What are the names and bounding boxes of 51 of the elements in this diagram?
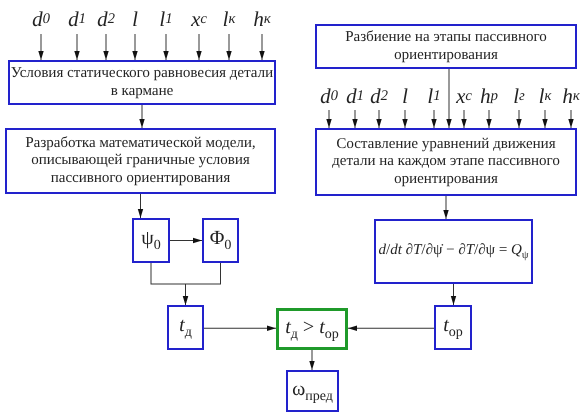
equation: d/dt ∂T/∂ψ̇ − ∂T/∂ψ = Q$_{ψ}$ bbox=[378, 242, 528, 261]
arrow bbox=[326, 110, 332, 128]
symbol-box bbox=[286, 370, 339, 412]
decision-box bbox=[276, 308, 348, 350]
process-box bbox=[315, 24, 577, 69]
arrow bbox=[516, 110, 522, 128]
arrow bbox=[486, 110, 492, 128]
symbol-label: Φ$_{0}$ bbox=[210, 227, 232, 254]
arrow bbox=[259, 34, 265, 60]
box-text: Разработка математической модели, описывающей граничные условия пассивного ориентирования bbox=[24, 135, 257, 187]
arrow bbox=[309, 350, 315, 370]
box-text: Составление уравнений движения детали на каждом этапе пассивного ориентирования bbox=[331, 136, 561, 188]
symbol-label: t$_{ор}$ bbox=[443, 314, 463, 341]
box-text: Разбиение на этапы пассивного ориентирования bbox=[344, 29, 548, 64]
arrow bbox=[461, 110, 467, 128]
arrow bbox=[568, 110, 574, 128]
variable-label: l bbox=[121, 4, 149, 34]
symbol-label: ψ$_{0}$ bbox=[141, 227, 161, 254]
arrow bbox=[431, 110, 437, 128]
symbol-label: t$_{д}$ bbox=[179, 314, 192, 341]
arrow bbox=[352, 110, 358, 128]
arrow bbox=[196, 34, 202, 60]
process-box bbox=[5, 128, 276, 194]
arrow bbox=[138, 194, 144, 218]
arrow bbox=[542, 110, 548, 128]
symbol-box bbox=[167, 305, 204, 350]
symbol-box bbox=[202, 218, 239, 263]
symbol-box bbox=[434, 305, 472, 350]
symbol-box bbox=[132, 218, 170, 263]
symbol-label: t$_{д}$ > t$_{ор}$ bbox=[285, 316, 339, 342]
arrow bbox=[443, 196, 449, 220]
arrow bbox=[450, 284, 456, 306]
arrow bbox=[226, 34, 232, 60]
arrow bbox=[103, 34, 109, 60]
arrow bbox=[163, 34, 169, 60]
arrow bbox=[348, 326, 434, 331]
arrow bbox=[74, 34, 80, 60]
process-box bbox=[315, 128, 577, 196]
variable-label: l bbox=[392, 82, 418, 110]
arrow bbox=[446, 68, 452, 128]
arrow bbox=[139, 104, 145, 128]
arrow bbox=[132, 34, 138, 60]
box-text: Условия статического равновесия детали в кармане bbox=[10, 65, 274, 100]
arrow bbox=[182, 262, 221, 306]
arrow bbox=[38, 34, 44, 60]
symbol-label: ω$_{пред}$ bbox=[292, 378, 333, 404]
equation-box bbox=[374, 219, 533, 284]
arrow bbox=[204, 326, 276, 331]
arrow bbox=[170, 238, 202, 244]
arrow bbox=[402, 110, 408, 128]
arrow bbox=[376, 110, 382, 128]
